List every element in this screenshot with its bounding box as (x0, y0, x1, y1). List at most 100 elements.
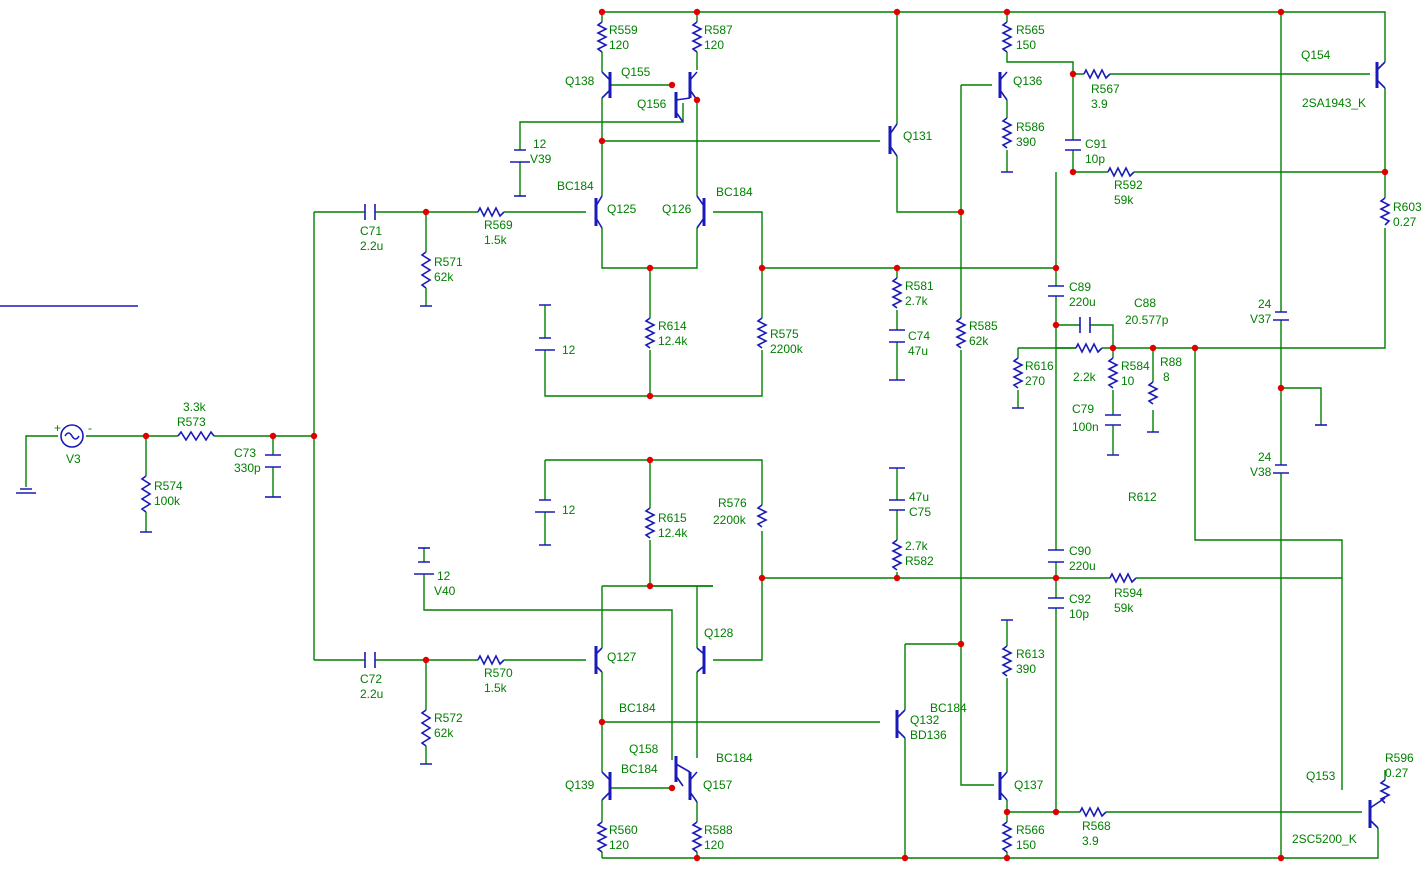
label-R569: R569 (484, 218, 513, 232)
label-R576-value: 2200k (713, 513, 747, 527)
grounds (0, 171, 1327, 765)
label-R581-value: 2.7k (905, 294, 929, 308)
label-C88-value: 20.577p (1125, 313, 1169, 327)
label-R584-value: 10 (1121, 374, 1135, 388)
label-C72: C72 (360, 672, 382, 686)
label-R571: R571 (434, 255, 463, 269)
label-R574-value: 100k (154, 494, 181, 508)
label-Q155: Q155 (621, 65, 651, 79)
label-Q154: Q154 (1301, 48, 1331, 62)
label-Q132: Q132 (910, 713, 940, 727)
label-BC184-e: BC184 (621, 762, 658, 776)
label-BC184-d: BC184 (930, 701, 967, 715)
label-R573-value: 3.3k (183, 400, 207, 414)
label-C74-value: 47u (908, 344, 928, 358)
label-R616: R616 (1025, 359, 1054, 373)
label-BC184-b: BC184 (716, 185, 753, 199)
label-BC184-f: BC184 (716, 751, 753, 765)
label-Q131: Q131 (903, 129, 933, 143)
label-R584-resistance: 2.2k (1073, 370, 1097, 384)
label-R592: R592 (1114, 178, 1143, 192)
label-V37-value: 24 (1258, 297, 1272, 311)
label-C75-value: 47u (909, 490, 929, 504)
label-R596-value: 0.27 (1385, 766, 1409, 780)
label-Q126: Q126 (662, 202, 692, 216)
label-R560: R560 (609, 823, 638, 837)
label-C89: C89 (1069, 280, 1091, 294)
label-R614-value: 12.4k (658, 334, 688, 348)
label-V39-value: 12 (533, 137, 547, 151)
label-Q127: Q127 (607, 650, 637, 664)
components (0, 21, 1391, 853)
label-V40: V40 (434, 584, 456, 598)
label-Q132-part: BD136 (910, 728, 947, 742)
label-R571-value: 62k (434, 270, 454, 284)
label-R588: R588 (704, 823, 733, 837)
label-Q137: Q137 (1014, 778, 1044, 792)
label-R588-value: 120 (704, 838, 724, 852)
label-Q138: Q138 (565, 74, 595, 88)
label-R566-value: 150 (1016, 838, 1036, 852)
polarity-minus: - (88, 421, 92, 435)
label-R576: R576 (718, 496, 747, 510)
label-R603-value: 0.27 (1393, 215, 1417, 229)
label-R568-value: 3.9 (1082, 834, 1099, 848)
label-V-bot-value: 12 (562, 503, 576, 517)
label-R582-value: 2.7k (905, 539, 929, 553)
label-R569-value: 1.5k (484, 233, 508, 247)
label-C92: C92 (1069, 592, 1091, 606)
label-R575-value: 2200k (770, 342, 804, 356)
label-V39: V39 (530, 152, 552, 166)
label-C88: C88 (1134, 296, 1156, 310)
label-R88-value: 8 (1163, 370, 1170, 384)
label-R603: R603 (1393, 200, 1422, 214)
label-R596: R596 (1385, 751, 1414, 765)
labels: V3 + - 3.3k R573 R574 100k C73 330p C71 … (54, 23, 1422, 852)
label-R572-value: 62k (434, 726, 454, 740)
wires (25, 11, 1386, 859)
label-R575: R575 (770, 327, 799, 341)
capacitors (265, 139, 1121, 668)
label-R559-value: 120 (609, 38, 629, 52)
label-C89-value: 220u (1069, 295, 1096, 309)
label-R560-value: 120 (609, 838, 629, 852)
label-V40-value: 12 (437, 569, 451, 583)
label-R592-value: 59k (1114, 193, 1134, 207)
label-R574: R574 (154, 479, 183, 493)
label-R594: R594 (1114, 586, 1143, 600)
label-R88: R88 (1160, 355, 1182, 369)
label-R594-value: 59k (1114, 601, 1134, 615)
label-R587-value: 120 (704, 38, 724, 52)
label-R586-value: 390 (1016, 135, 1036, 149)
label-R573: R573 (177, 415, 206, 429)
label-R581: R581 (905, 279, 934, 293)
resistors (140, 21, 1391, 853)
polarity-plus: + (54, 421, 61, 435)
label-R585-value: 62k (969, 334, 989, 348)
label-C71-value: 2.2u (360, 239, 383, 253)
label-R613: R613 (1016, 647, 1045, 661)
label-V38-value: 24 (1258, 450, 1272, 464)
label-R566: R566 (1016, 823, 1045, 837)
label-R616-value: 270 (1025, 374, 1045, 388)
label-R586: R586 (1016, 120, 1045, 134)
label-R587: R587 (704, 23, 733, 37)
label-Q128: Q128 (704, 626, 734, 640)
label-R567-value: 3.9 (1091, 97, 1108, 111)
label-C72-value: 2.2u (360, 687, 383, 701)
junctions (142, 8, 1389, 862)
label-R565-value: 150 (1016, 38, 1036, 52)
label-C92-value: 10p (1069, 607, 1089, 621)
label-Q154-part: 2SA1943_K (1302, 96, 1366, 110)
label-R572: R572 (434, 711, 463, 725)
label-R614: R614 (658, 319, 687, 333)
label-R568: R568 (1082, 819, 1111, 833)
label-R612: R612 (1128, 490, 1157, 504)
label-BC184-a: BC184 (557, 179, 594, 193)
source-V3 (16, 424, 84, 494)
label-Q156: Q156 (637, 97, 667, 111)
label-R585: R585 (969, 319, 998, 333)
label-Q125: Q125 (607, 202, 637, 216)
label-R567: R567 (1091, 82, 1120, 96)
